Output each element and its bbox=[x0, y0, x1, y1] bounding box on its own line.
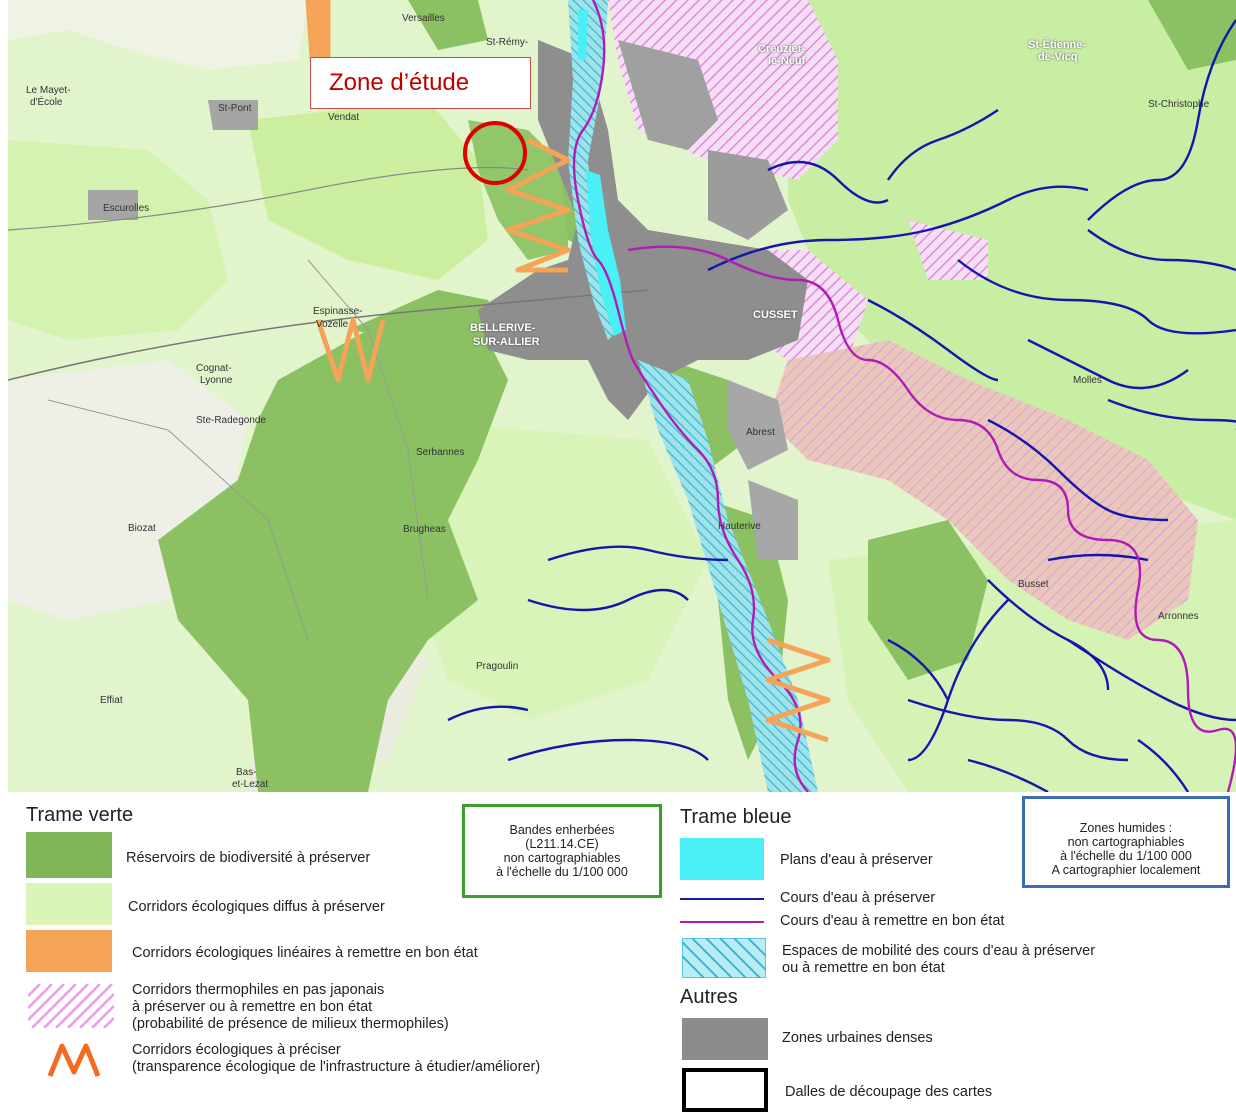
place-label: Serbannes bbox=[416, 447, 465, 458]
place-label: Molles bbox=[1073, 375, 1102, 386]
place-label: Pragoulin bbox=[476, 661, 519, 672]
place-label: Brugheas bbox=[403, 524, 446, 535]
place-label: Le Mayet- bbox=[26, 85, 71, 96]
place-label: CUSSET bbox=[753, 309, 798, 321]
legend-label-diffuse-corridors: Corridors écologiques diffus à préserver bbox=[128, 899, 385, 915]
place-label: St-Rémy- bbox=[486, 37, 529, 48]
legend-label-cours-eau-preserver: Cours d'eau à préserver bbox=[780, 890, 936, 906]
legend-label-dalles: Dalles de découpage des cartes bbox=[785, 1084, 993, 1100]
legend-swatch-thermophile-corridors bbox=[28, 984, 114, 1028]
legend-swatch-cours-eau-preserver bbox=[680, 898, 764, 900]
legend-label-reservoirs: Réservoirs de biodiversité à préserver bbox=[126, 850, 371, 866]
legend: Trame verte Réservoirs de biodiversité à… bbox=[0, 792, 1236, 1112]
legend-box-zones-humides: Zones humides : non cartographiables à l… bbox=[1022, 796, 1230, 888]
place-label: et-Lezat bbox=[232, 779, 269, 790]
legend-swatch-corridors-to-specify bbox=[48, 1043, 101, 1077]
bandes-line-4: à l'échelle du 1/100 000 bbox=[496, 865, 628, 879]
place-label: SUR-ALLIER bbox=[473, 336, 540, 348]
place-label: le-Neuf bbox=[768, 55, 806, 67]
legend-label-specify-1: Corridors écologiques à préciser bbox=[132, 1042, 341, 1058]
place-label: Biozat bbox=[128, 523, 156, 534]
humides-line-1: Zones humides : bbox=[1079, 821, 1173, 835]
place-label: Lyonne bbox=[200, 375, 233, 386]
legend-label-plans-eau: Plans d'eau à préserver bbox=[780, 852, 933, 868]
diffuse-corridor-east bbox=[788, 0, 1236, 520]
legend-label-specify-2: (transparence écologique de l'infrastruc… bbox=[132, 1059, 541, 1075]
study-zone-circle bbox=[463, 121, 527, 185]
place-label: Ste-Radegonde bbox=[196, 415, 267, 426]
legend-label-linear-corridors: Corridors écologiques linéaires à remett… bbox=[132, 945, 478, 961]
humides-line-4: A cartographier localement bbox=[1051, 863, 1201, 877]
legend-autres-title: Autres bbox=[680, 986, 738, 1008]
legend-label-thermophile-2: à préserver ou à remettre en bon état bbox=[132, 999, 373, 1015]
bandes-line-2: (L211.14.CE) bbox=[525, 837, 599, 851]
legend-swatch-plans-eau bbox=[680, 838, 764, 880]
legend-label-thermophile-3: (probabilité de présence de milieux ther… bbox=[132, 1016, 449, 1032]
place-label: St-Pont bbox=[218, 103, 252, 114]
map-canvas bbox=[8, 0, 1236, 792]
legend-label-cours-eau-remettre: Cours d'eau à remettre en bon état bbox=[780, 913, 1005, 929]
place-label: Vendat bbox=[328, 112, 360, 123]
place-label: Arronnes bbox=[1158, 611, 1199, 622]
reservoir-biodiversity-west bbox=[158, 300, 508, 792]
place-label: Busset bbox=[1018, 579, 1049, 590]
bandes-line-1: Bandes enherbées bbox=[509, 823, 615, 837]
place-label: Vozelle bbox=[316, 319, 349, 330]
lake-allier bbox=[586, 170, 626, 336]
place-label: Effiat bbox=[100, 695, 123, 706]
legend-trame-bleue-title: Trame bleue bbox=[680, 806, 792, 828]
legend-swatch-dalles bbox=[682, 1068, 768, 1112]
thermophile-corridor-east bbox=[768, 340, 1198, 640]
legend-label-thermophile-1: Corridors thermophiles en pas japonais bbox=[132, 982, 385, 998]
humides-line-3: à l'échelle du 1/100 000 bbox=[1060, 849, 1192, 863]
place-label: Espinasse- bbox=[313, 306, 363, 317]
legend-box-bandes-enherbees: Bandes enherbées (L211.14.CE) non cartog… bbox=[462, 804, 662, 898]
study-zone-label: Zone d’étude bbox=[310, 57, 531, 109]
allier-river bbox=[572, 0, 809, 792]
urban-dense-vichy bbox=[478, 40, 808, 420]
place-label: Versailles bbox=[402, 13, 445, 24]
legend-swatch-zones-urbaines bbox=[682, 1018, 768, 1060]
legend-swatch-reservoirs bbox=[26, 832, 112, 878]
river-mobility-space-north bbox=[568, 0, 618, 340]
place-label: Creuzier- bbox=[758, 43, 806, 55]
place-label: St-Étienne- bbox=[1028, 39, 1087, 51]
legend-swatch-cours-eau-remettre bbox=[680, 921, 764, 923]
humides-line-2: non cartographiables bbox=[1067, 835, 1185, 849]
place-label: d'École bbox=[30, 97, 63, 108]
place-label: Escurolles bbox=[103, 203, 150, 214]
legend-label-mobilite-1: Espaces de mobilité des cours d'eau à pr… bbox=[782, 943, 1096, 959]
place-label: de-Vicq bbox=[1038, 51, 1078, 63]
place-label: St-Christophe bbox=[1148, 99, 1210, 110]
place-label: Bas- bbox=[236, 767, 257, 778]
place-label: Abrest bbox=[746, 427, 775, 438]
legend-label-mobilite-2: ou à remettre en bon état bbox=[782, 960, 945, 976]
legend-trame-verte-title: Trame verte bbox=[26, 804, 134, 826]
bandes-line-3: non cartographiables bbox=[503, 851, 621, 865]
place-label: Hauterive bbox=[718, 521, 761, 532]
legend-swatch-linear-corridors bbox=[26, 930, 112, 972]
place-label: Cognat- bbox=[196, 363, 232, 374]
legend-label-zones-urbaines: Zones urbaines denses bbox=[782, 1030, 933, 1046]
legend-swatch-mobilite bbox=[682, 938, 766, 978]
legend-swatch-diffuse-corridors bbox=[26, 883, 112, 925]
place-label: BELLERIVE- bbox=[470, 322, 536, 334]
